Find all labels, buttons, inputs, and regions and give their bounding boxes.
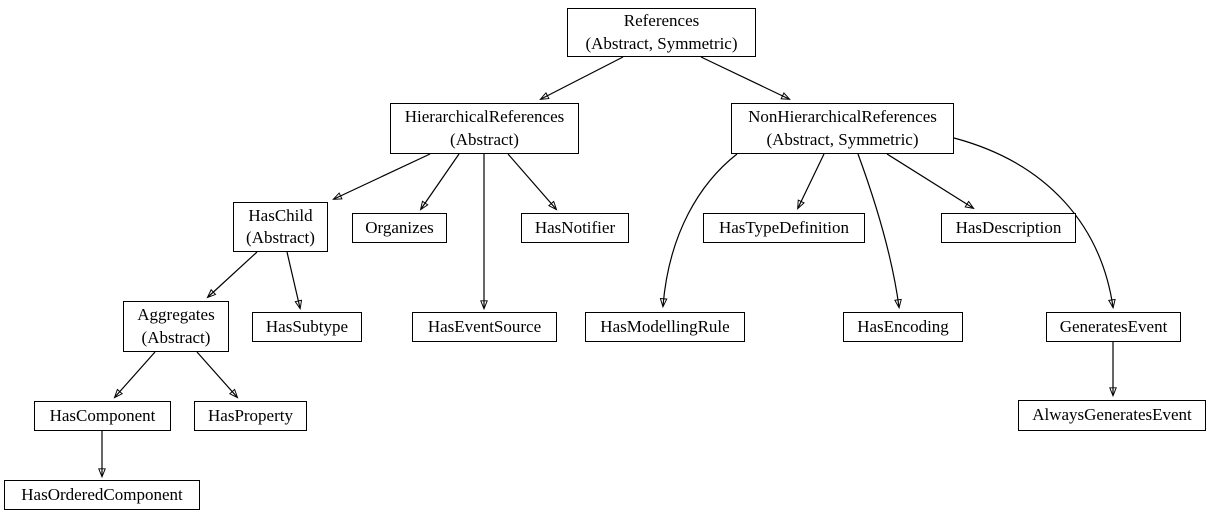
edge-nonhierarchicalreferences-hasencoding <box>857 153 902 310</box>
node-sublabel: (Abstract) <box>141 327 211 347</box>
node-label: AlwaysGeneratesEvent <box>1032 405 1192 425</box>
edge-nonhierarchicalreferences-hastypedefinition <box>797 153 825 210</box>
edge-nonhierarchicalreferences-hasdescription <box>886 153 975 210</box>
node-label: NonHierarchicalReferences <box>748 107 937 127</box>
node-has-component: HasComponent <box>34 401 171 431</box>
edge-nonhierarchicalreferences-hasmodellingrule <box>659 153 738 309</box>
node-has-property: HasProperty <box>194 401 307 431</box>
node-references: References (Abstract, Symmetric) <box>567 8 756 57</box>
node-label: GeneratesEvent <box>1059 316 1168 336</box>
edge-haschild-hassubtype <box>286 251 303 311</box>
node-sublabel: (Abstract, Symmetric) <box>766 129 919 149</box>
node-label: HasOrderedComponent <box>21 484 183 504</box>
edge-hierarchicalreferences-haschild <box>332 153 431 200</box>
edge-hierarchicalreferences-organizes <box>419 153 460 211</box>
node-always-generates-event: AlwaysGeneratesEvent <box>1018 400 1206 431</box>
node-label: HasNotifier <box>534 217 616 237</box>
node-label: Aggregates <box>137 305 215 325</box>
node-label: HasProperty <box>208 405 293 425</box>
node-organizes: Organizes <box>352 213 447 243</box>
node-label: HierarchicalReferences <box>404 107 565 127</box>
edge-hierarchicalreferences-hasnotifier <box>507 153 558 211</box>
node-label: HasTypeDefinition <box>718 217 850 237</box>
node-label: HasEventSource <box>427 316 542 336</box>
node-non-hierarchical-references: NonHierarchicalReferences (Abstract, Sym… <box>731 103 954 154</box>
node-label: HasChild <box>248 205 313 225</box>
node-label: HasDescription <box>955 217 1062 237</box>
node-has-subtype: HasSubtype <box>252 312 362 342</box>
node-has-modelling-rule: HasModellingRule <box>585 312 745 342</box>
node-has-notifier: HasNotifier <box>521 213 629 243</box>
node-has-ordered-component: HasOrderedComponent <box>4 480 200 510</box>
node-hierarchical-references: HierarchicalReferences (Abstract) <box>390 103 579 154</box>
node-sublabel: (Abstract, Symmetric) <box>585 33 738 53</box>
node-label: HasSubtype <box>265 316 349 336</box>
node-has-type-definition: HasTypeDefinition <box>703 213 865 243</box>
node-generates-event: GeneratesEvent <box>1046 312 1181 342</box>
edge-nonhierarchicalreferences-generatesevent <box>953 137 1116 310</box>
node-label: HasModellingRule <box>600 316 730 336</box>
node-aggregates: Aggregates (Abstract) <box>123 301 229 352</box>
node-label: References <box>623 11 700 31</box>
node-has-description: HasDescription <box>941 213 1076 243</box>
node-label: HasEncoding <box>857 316 949 336</box>
edge-references-hierarchicalreferences <box>539 56 624 100</box>
node-has-encoding: HasEncoding <box>843 312 963 342</box>
node-sublabel: (Abstract) <box>450 129 519 149</box>
node-has-event-source: HasEventSource <box>412 312 557 342</box>
node-sublabel: (Abstract) <box>246 228 315 247</box>
edge-aggregates-hasproperty <box>196 351 239 399</box>
edge-haschild-aggregates <box>206 251 258 299</box>
node-label: HasComponent <box>49 405 156 425</box>
node-has-child: HasChild (Abstract) <box>233 202 328 252</box>
node-label: Organizes <box>365 217 434 237</box>
edge-references-nonhierarchicalreferences <box>700 56 791 100</box>
edge-aggregates-hascomponent <box>113 351 156 399</box>
